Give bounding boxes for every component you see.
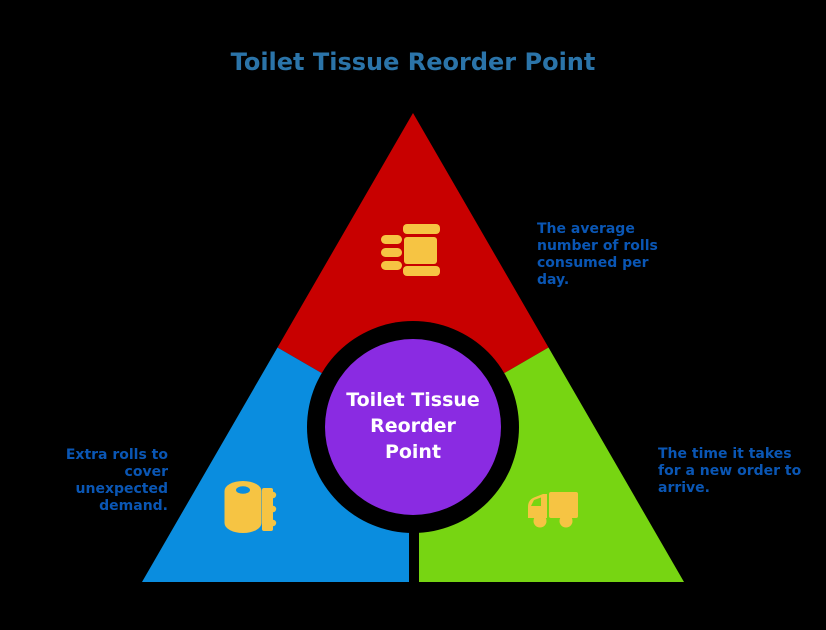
- section-left-caption: Extra rolls to cover unexpected demand.: [65, 447, 168, 514]
- delivery-truck-icon: [528, 492, 578, 528]
- page-title: Toilet Tissue Reorder Point: [230, 48, 596, 76]
- truck-window: [531, 497, 541, 506]
- section-right-caption: The time it takes for a new order to arr…: [658, 446, 802, 496]
- center-circle: [325, 339, 501, 515]
- center-circle-label: Toilet Tissue Reorder Point: [346, 389, 480, 463]
- toilet-roll-icon: [224, 481, 277, 533]
- toilet-roll-hole: [236, 486, 250, 494]
- tissue-rolls-icon: [381, 224, 440, 276]
- section-top-caption: The average number of rolls consumed per…: [537, 221, 658, 288]
